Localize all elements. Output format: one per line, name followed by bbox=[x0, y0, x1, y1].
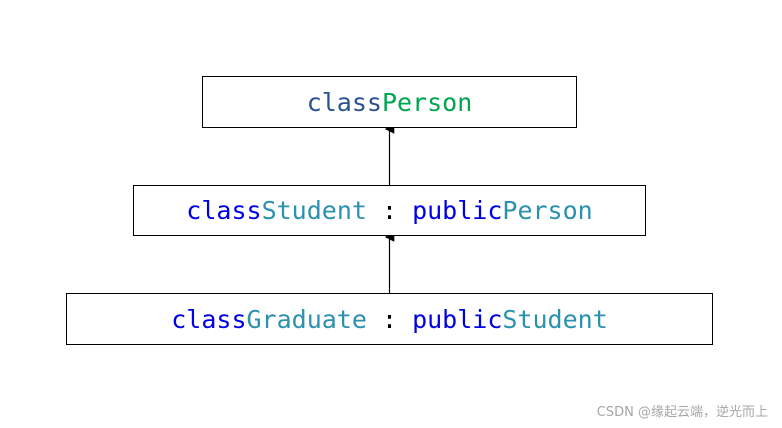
class-box-person: class Person bbox=[202, 76, 577, 128]
inheritance-separator: : bbox=[366, 196, 413, 225]
watermark: CSDN @缘起云端，逆光而上 bbox=[596, 405, 768, 420]
inheritance-separator: : bbox=[366, 304, 413, 334]
class-name-graduate: Graduate bbox=[246, 304, 367, 334]
base-class-name: Person bbox=[502, 196, 593, 225]
class-keyword: class bbox=[171, 304, 247, 334]
base-class-name: Student bbox=[502, 304, 608, 334]
access-specifier: public bbox=[412, 304, 503, 334]
access-specifier: public bbox=[412, 196, 503, 225]
class-name-student: Student bbox=[261, 196, 367, 225]
class-keyword: class bbox=[306, 87, 382, 117]
class-name-person: Person bbox=[381, 87, 473, 117]
class-box-graduate: class Graduate : public Student bbox=[66, 293, 713, 345]
class-box-student: class Student : public Person bbox=[133, 185, 646, 236]
class-keyword: class bbox=[186, 196, 262, 225]
